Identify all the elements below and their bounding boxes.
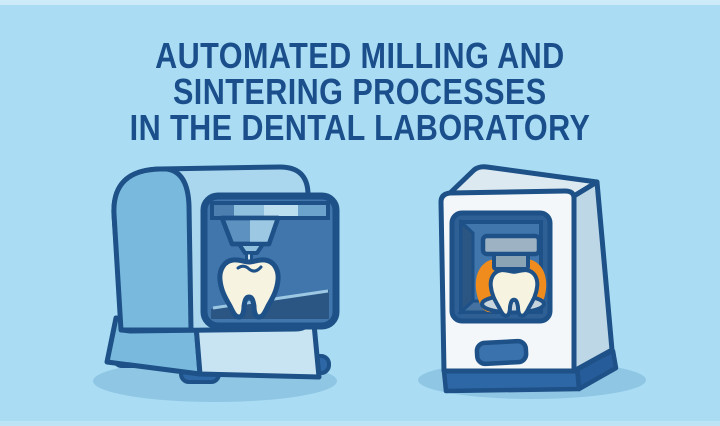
- milling-window: [200, 192, 340, 330]
- milled-tooth-icon: [220, 260, 278, 317]
- heating-element: [480, 233, 542, 282]
- page-title: AUTOMATED MILLING AND SINTERING PROCESSE…: [0, 38, 720, 146]
- milling-machine-tower: [111, 166, 194, 333]
- title-line-2: SINTERING PROCESSES: [173, 71, 547, 112]
- tooth-carve-notch: [236, 264, 263, 273]
- sintering-window: [449, 210, 553, 324]
- chamber-left-wall: [459, 218, 475, 316]
- title-line-1: AUTOMATED MILLING AND: [155, 35, 565, 76]
- sintering-furnace-illustration: [418, 164, 646, 399]
- title-line-3: IN THE DENTAL LABORATORY: [129, 107, 591, 148]
- spindle-rail: [210, 201, 330, 220]
- furnace-side-face: [571, 179, 615, 374]
- furnace-drawer-handle: [474, 338, 529, 367]
- milling-machine-illustration: [93, 164, 340, 402]
- milling-spindle: [219, 215, 281, 270]
